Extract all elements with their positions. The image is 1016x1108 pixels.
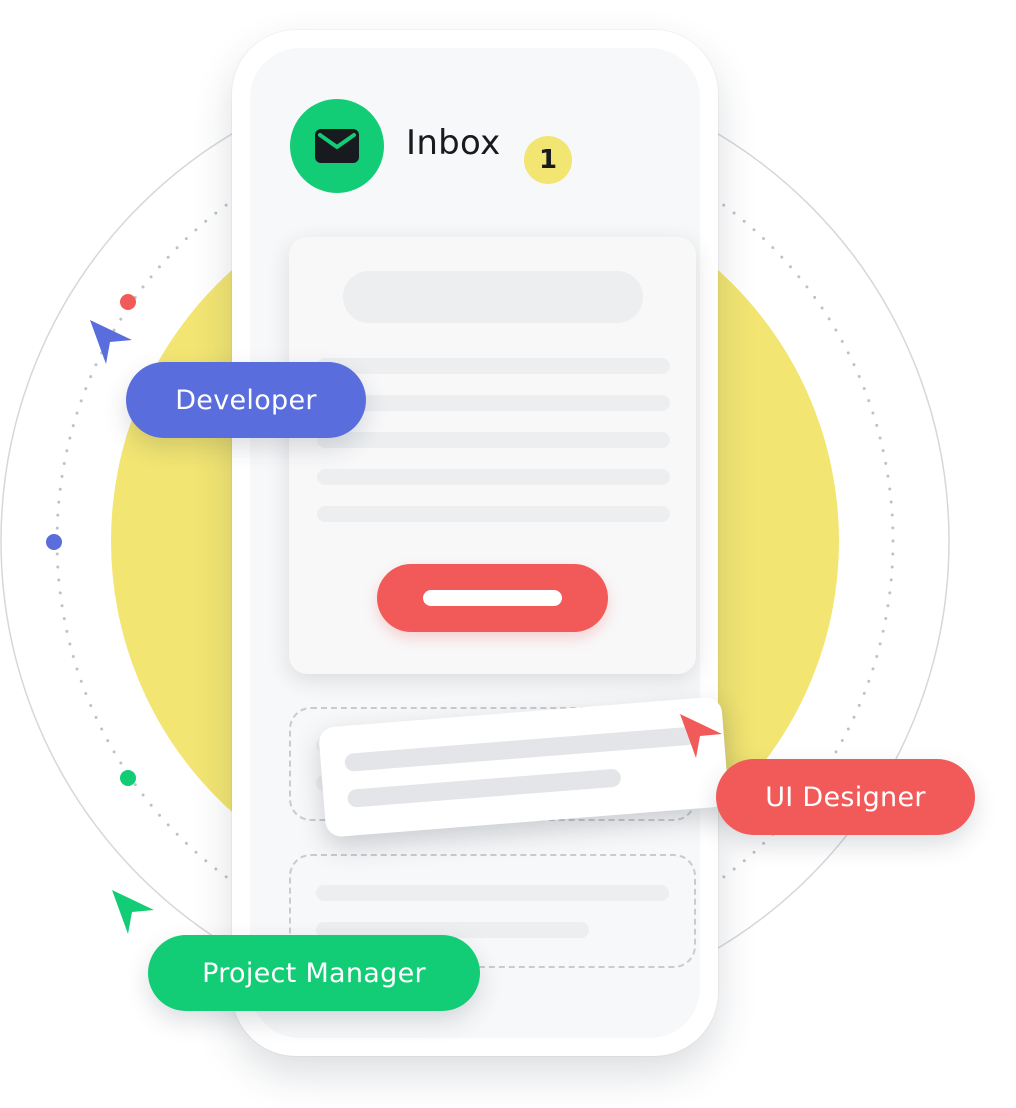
unread-count-badge: 1 — [524, 136, 572, 184]
designer-cursor-icon — [680, 714, 722, 758]
manager-cursor-icon — [112, 890, 154, 934]
blue-dot — [46, 534, 62, 550]
envelope-icon — [315, 129, 359, 163]
green-dot — [120, 770, 136, 786]
developer-tag: Developer — [126, 362, 366, 438]
email-body-line — [317, 432, 670, 448]
email-body-line — [317, 358, 670, 374]
button-label-placeholder — [423, 590, 562, 606]
card-line — [344, 726, 697, 772]
project-manager-tag: Project Manager — [148, 935, 480, 1011]
email-body-line — [317, 469, 670, 485]
card-line — [346, 768, 622, 808]
email-body-line — [317, 395, 670, 411]
slot-line — [316, 885, 669, 901]
phone-screen: Inbox 1 — [250, 48, 700, 1038]
inbox-title: Inbox — [406, 123, 501, 163]
red-dot — [120, 294, 136, 310]
message-slot[interactable] — [289, 854, 696, 968]
developer-cursor-icon — [90, 320, 132, 364]
mail-app-icon[interactable] — [290, 99, 384, 193]
phone-frame: Inbox 1 — [232, 30, 718, 1056]
email-card[interactable] — [289, 237, 696, 674]
email-action-button[interactable] — [377, 564, 608, 632]
ui-designer-tag: UI Designer — [716, 759, 975, 835]
email-body-line — [317, 506, 670, 522]
slot-line — [316, 922, 589, 938]
email-subject-placeholder — [343, 271, 643, 323]
